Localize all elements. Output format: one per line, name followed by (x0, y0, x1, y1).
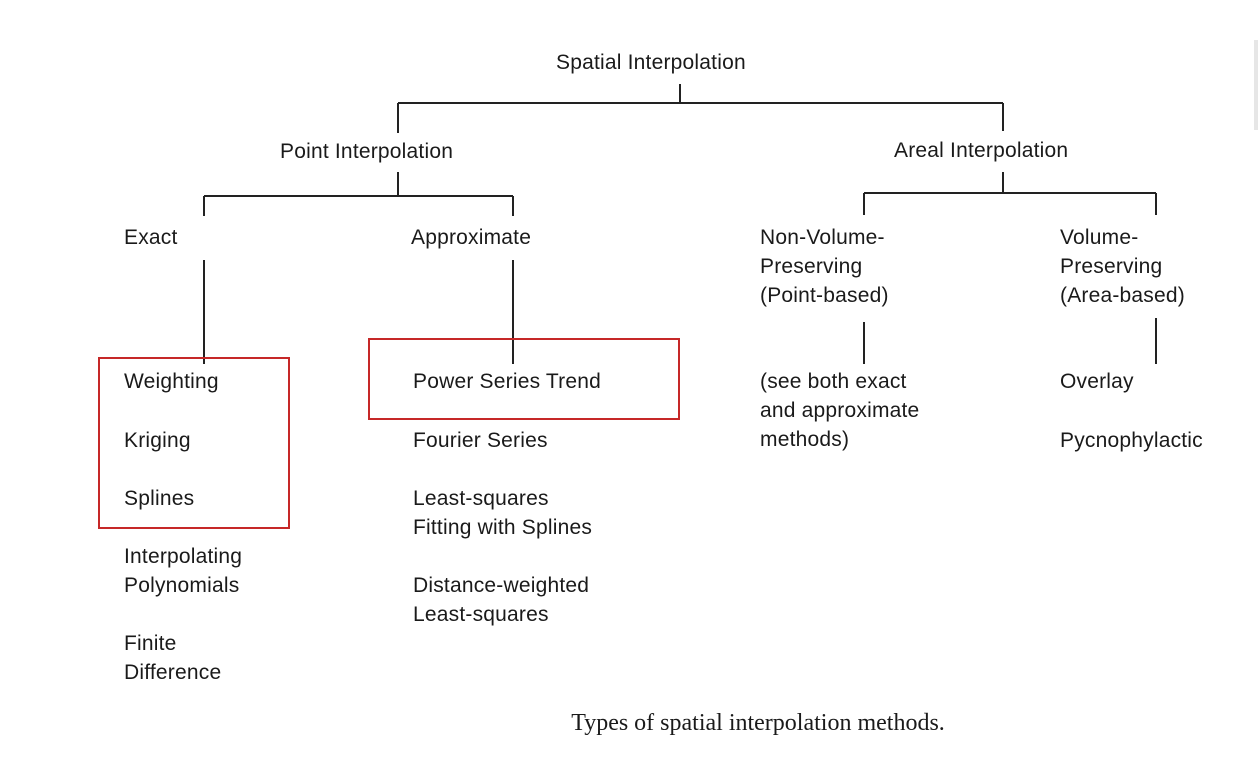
method-kriging: Kriging (124, 429, 191, 452)
figure-caption: Types of spatial interpolation methods. (571, 710, 945, 736)
method-finite-difference: Finite Difference (124, 632, 222, 684)
point-interpolation-node: Point Interpolation (280, 140, 454, 163)
volume-preserving-node: Volume- Preserving (Area-based) (1060, 226, 1185, 307)
method-fourier-series: Fourier Series (413, 429, 548, 452)
highlight-box-power-series (368, 338, 680, 420)
areal-interpolation-node: Areal Interpolation (894, 139, 1069, 162)
method-pycnophylactic: Pycnophylactic (1060, 429, 1203, 452)
method-distance-weighted: Distance-weighted Least-squares (413, 574, 590, 626)
scan-edge-mark (1254, 40, 1258, 130)
exact-node: Exact (124, 226, 178, 249)
method-splines: Splines (124, 487, 195, 510)
root-node: Spatial Interpolation (556, 51, 746, 74)
method-least-squares-splines: Least-squares Fitting with Splines (413, 487, 593, 539)
method-see-both: (see both exact and approximate methods) (760, 370, 920, 451)
method-weighting: Weighting (124, 370, 219, 393)
method-power-series-trend: Power Series Trend (413, 370, 602, 393)
method-overlay: Overlay (1060, 370, 1134, 393)
method-interpolating-polynomials: Interpolating Polynomials (124, 545, 243, 597)
approximate-node: Approximate (411, 226, 532, 249)
non-volume-preserving-node: Non-Volume- Preserving (Point-based) (760, 226, 889, 307)
highlight-box-exact-methods (98, 357, 290, 529)
